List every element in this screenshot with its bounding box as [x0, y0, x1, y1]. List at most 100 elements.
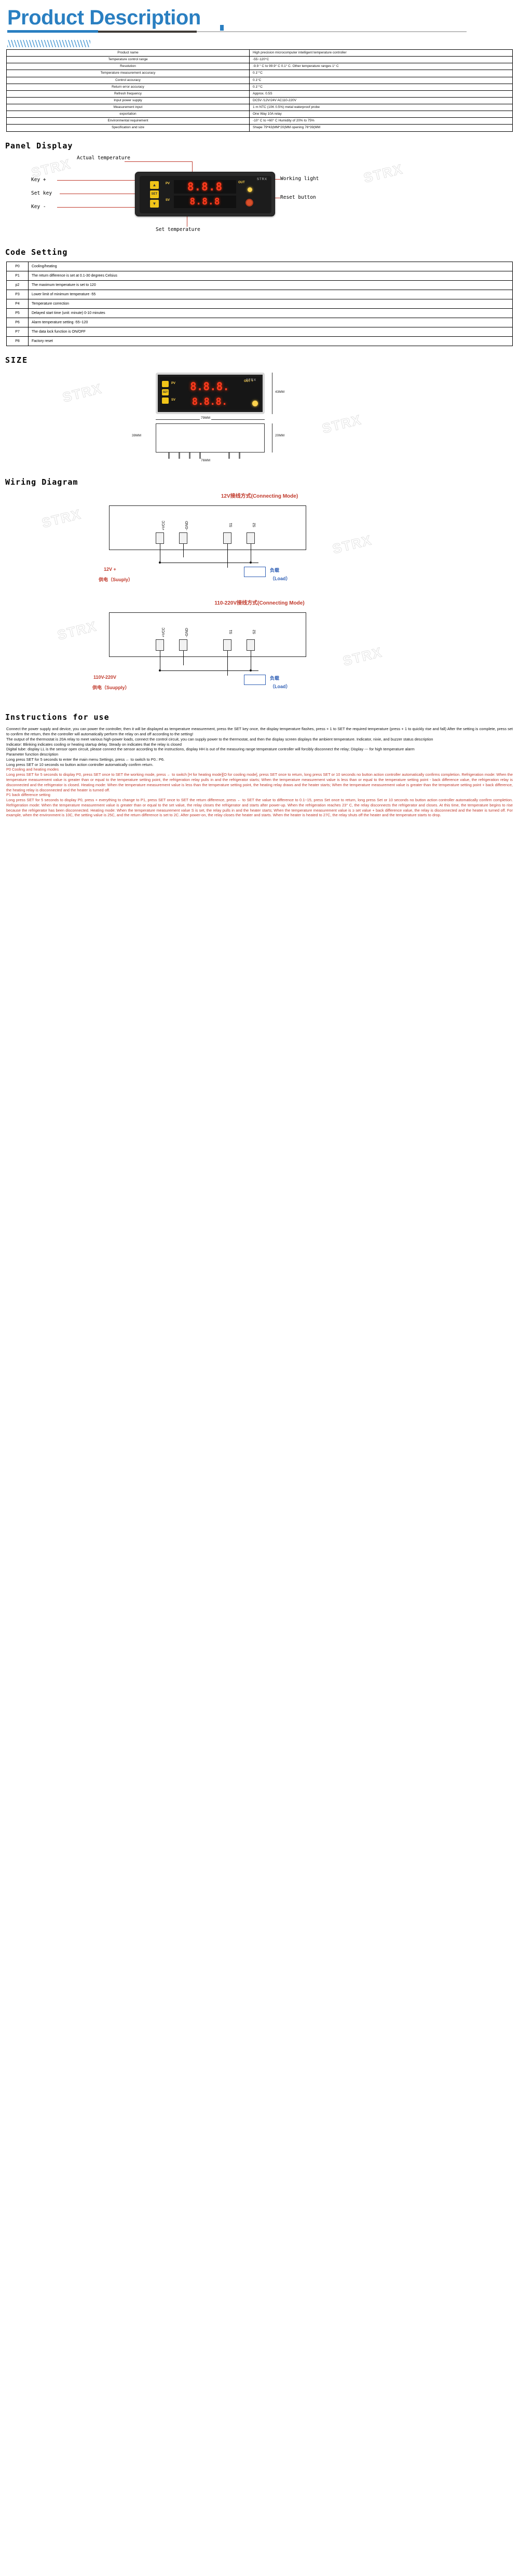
code-cell: P1: [6, 270, 29, 281]
instruction-paragraph: The output of the thermostat is 20A rela…: [6, 736, 433, 742]
button-down[interactable]: [162, 398, 169, 404]
instruction-paragraph: Long press SET for 5 seconds to enter th…: [6, 757, 165, 762]
instruction-paragraph: P0 Cooling and heating modes: [6, 767, 59, 772]
title-rules: [7, 25, 519, 38]
wiring-section: 12V接线方式(Connecting Mode) STRX STRX +VCC …: [0, 491, 519, 703]
watermark: STRX: [40, 506, 83, 531]
watermark: STRX: [362, 160, 405, 186]
terminal-vcc: [156, 639, 164, 651]
hatch-decoration: [7, 40, 90, 47]
size-device-side: [156, 423, 265, 453]
callout-line: [57, 180, 143, 181]
spec-key: Temperature control range: [6, 56, 250, 64]
working-light-lamp: [252, 401, 258, 407]
sv-tag: SV: [171, 399, 176, 402]
dimension-height: 43MM: [274, 390, 286, 394]
spec-value: -55~120°C: [249, 56, 513, 64]
button-up[interactable]: ▲: [150, 181, 159, 189]
terminal-gnd: [179, 639, 187, 651]
supply-sublabel: 供电（Suupply）: [92, 685, 130, 691]
button-up[interactable]: [162, 381, 169, 388]
junction-dot: [250, 561, 252, 564]
size-diagram: STRX STRX PV OUT + 8.8.8. SV 8.8.8. SET …: [0, 369, 519, 468]
pin: [228, 453, 230, 459]
device-brand: STRX: [256, 177, 267, 181]
spec-value: Approx. 0.5S: [249, 90, 513, 98]
watermark: STRX: [61, 380, 104, 406]
size-device-face: PV OUT + 8.8.8. SV 8.8.8. SET STRX: [160, 377, 261, 410]
instruction-paragraph: Indicator: Blinking indicates cooling or…: [6, 742, 182, 747]
page-title-block: Product Description: [0, 0, 519, 49]
load-box: [244, 567, 266, 578]
dimension-width: 79MM: [200, 416, 212, 420]
terminal-vcc: [156, 532, 164, 544]
wire: [183, 544, 184, 558]
code-description: Cooling/heating: [28, 261, 513, 271]
callout-working-light: Working light: [280, 175, 319, 182]
spec-key: Return error accuracy: [6, 83, 250, 91]
dimension-depth: 20MM: [274, 434, 286, 438]
code-cell: P3: [6, 289, 29, 299]
rule-dark: [98, 31, 197, 33]
spec-value: -9.9 ° C to 99.9° C 0.1° C. Other temper…: [249, 63, 513, 71]
spec-key: Resolution: [6, 63, 250, 71]
spec-value: 0.1°°C: [249, 70, 513, 77]
working-light-lamp: [248, 187, 252, 192]
wiring-12v-diagram: STRX STRX +VCC -GND S1 S2 负载 （Load） 12V …: [0, 500, 519, 596]
reset-button[interactable]: [245, 198, 253, 207]
spec-value: Shape 79*43(MM*20(MM opening 76*39(MM: [249, 124, 513, 132]
pin: [199, 453, 201, 459]
controller-outline: [109, 505, 306, 551]
watermark: STRX: [56, 618, 99, 643]
spec-value: -10° C to +60° C Humidity of 20% to 75%: [249, 117, 513, 125]
button-set[interactable]: SET: [162, 389, 169, 396]
terminal-s2: [247, 532, 255, 544]
spec-key: exportation: [6, 111, 250, 118]
terminal-s2: [247, 639, 255, 651]
code-description: The return difference is set at 0.1-30 d…: [28, 270, 513, 281]
button-set[interactable]: SET: [150, 190, 159, 198]
spec-key: Temperature measurement accuracy: [6, 70, 250, 77]
terminal-label-s2: S2: [253, 523, 256, 528]
spec-value: 0.1°C: [249, 76, 513, 84]
supply-label: 12V +: [104, 567, 116, 572]
terminal-label-vcc: +VCC: [162, 520, 166, 531]
load-box: [244, 675, 266, 686]
device-brand: STRX: [245, 379, 256, 382]
rule-grey: [197, 31, 467, 32]
wiring-heading: Wiring Diagram: [5, 477, 78, 487]
pin: [189, 453, 190, 459]
button-down[interactable]: ▼: [150, 199, 159, 208]
instructions-heading: Instructions for use: [5, 712, 110, 722]
pin: [179, 453, 180, 459]
watermark: STRX: [341, 644, 384, 669]
code-description: Alarm temperature setting -55~120: [28, 318, 513, 328]
callout-set-key: Set key: [31, 190, 52, 196]
out-tag: OUT: [238, 181, 245, 184]
sv-tag: SV: [166, 198, 170, 202]
instruction-paragraph: P1 back difference setting: [6, 792, 50, 798]
pin: [168, 453, 170, 459]
wire: [227, 651, 228, 676]
code-cell: P4: [6, 298, 29, 309]
wire: [227, 544, 228, 568]
instruction-paragraph: Long press SET for 5 seconds to display …: [6, 798, 513, 818]
instruction-paragraph: Digital tube: display LL is the sensor o…: [6, 747, 415, 752]
sv-display: 8.8.8.: [192, 396, 228, 408]
wire: [183, 651, 184, 666]
spec-value: One Way 10A relay: [249, 111, 513, 118]
size-heading: SIZE: [5, 355, 29, 365]
wiring-110v-diagram: STRX STRX +VCC -GND S1 S2 负载 （Load） 110V…: [0, 607, 519, 703]
rule-blue: [7, 30, 98, 33]
spec-key: Specification and size: [6, 124, 250, 132]
